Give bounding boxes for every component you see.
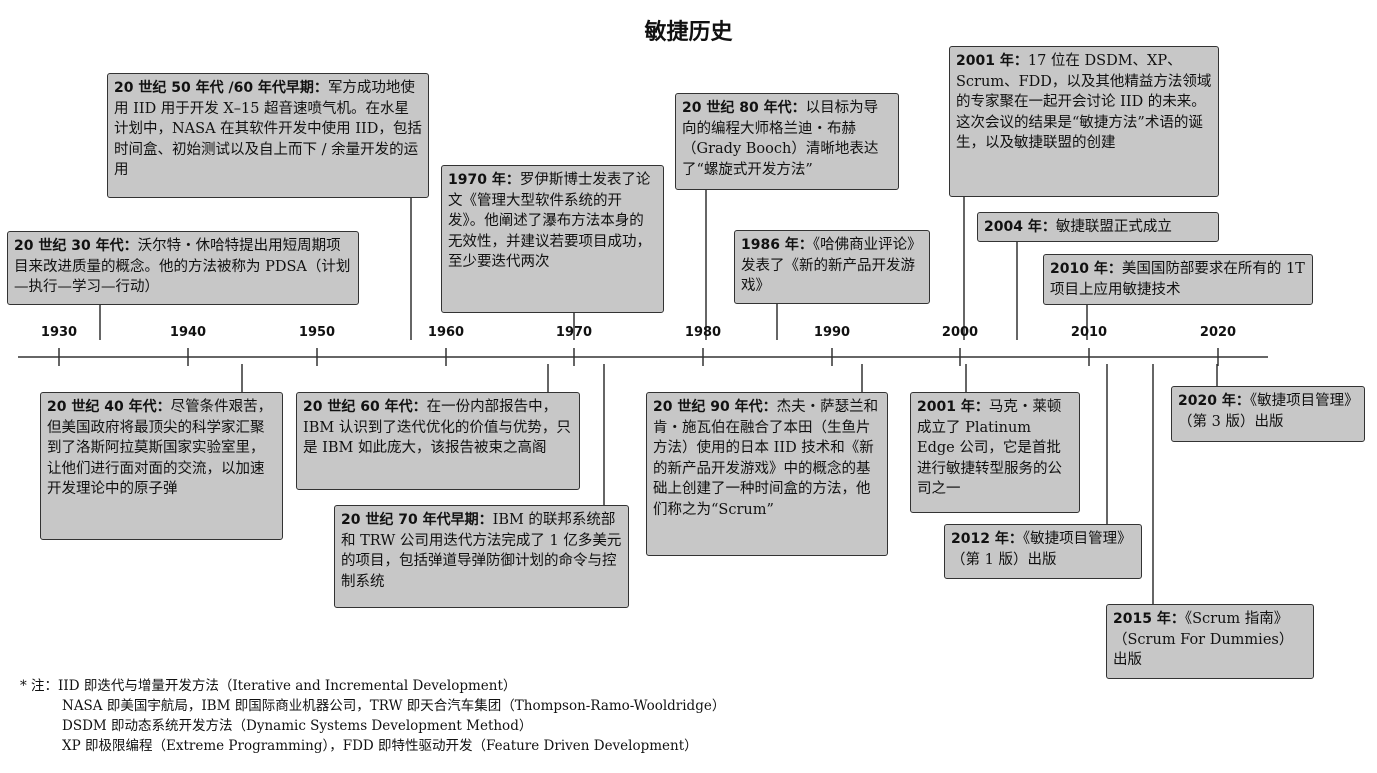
- event-date: 2001 年：: [917, 399, 989, 415]
- footnotes: * 注：IID 即迭代与增量开发方法（Iterative and Increme…: [20, 676, 725, 756]
- event-text: 《敏捷项目管理》（第 1 版）出版: [951, 531, 1132, 568]
- event-text: 敏捷联盟正式成立: [1055, 219, 1172, 235]
- event-text: 《Scrum 指南》（Scrum For Dummies）出版: [1113, 611, 1294, 668]
- event-1980s: 20 世纪 80 年代：以目标为导向的编程大师格兰迪・布赫（Grady Booc…: [675, 93, 899, 190]
- event-date: 2004 年：: [984, 219, 1056, 235]
- event-date: 20 世纪 60 年代：: [303, 399, 427, 415]
- footnote: * 注：IID 即迭代与增量开发方法（Iterative and Increme…: [20, 678, 517, 694]
- event-text: 《敏捷项目管理》（第 3 版）出版: [1178, 393, 1352, 430]
- year-label: 2010: [1070, 325, 1108, 340]
- event-date: 2020 年：: [1178, 393, 1250, 409]
- event-text: IBM 的联邦系统部和 TRW 公司用迭代方法完成了 1 亿多美元的项目，包括弹…: [341, 512, 622, 590]
- year-label: 1980: [684, 325, 722, 340]
- event-text: 杰夫・萨瑟兰和肯・施瓦伯在融合了本田（生鱼片方法）使用的日本 IID 技术和《新…: [653, 399, 879, 518]
- event-1930s: 20 世纪 30 年代：沃尔特・休哈特提出用短周期项目来改进质量的概念。他的方法…: [7, 231, 359, 305]
- event-text: 马克・莱顿成立了 Platinum Edge 公司，它是首批进行敏捷转型服务的公…: [917, 399, 1062, 497]
- event-2010: 2010 年：美国国防部要求在所有的 1T 项目上应用敏捷技术: [1043, 254, 1313, 305]
- event-date: 20 世纪 90 年代：: [653, 399, 777, 415]
- event-2001-agile-manifesto: 2001 年：17 位在 DSDM、XP、Scrum、FDD，以及其他精益方法领…: [949, 46, 1219, 197]
- event-date: 1970 年：: [448, 172, 520, 188]
- event-date: 20 世纪 80 年代：: [682, 100, 806, 116]
- footnote: XP 即极限编程（Extreme Programming），FDD 即特性驱动开…: [62, 738, 698, 754]
- footnote: NASA 即美国宇航局，IBM 即国际商业机器公司，TRW 即天合汽车集团（Th…: [62, 698, 726, 714]
- event-text: 《哈佛商业评论》发表了《新的新产品开发游戏》: [741, 237, 922, 294]
- event-1986: 1986 年：《哈佛商业评论》发表了《新的新产品开发游戏》: [734, 230, 930, 304]
- event-text: 军方成功地使用 IID 用于开发 X–15 超音速喷气机。在水星计划中，NASA…: [114, 80, 422, 178]
- event-2004: 2004 年：敏捷联盟正式成立: [977, 212, 1219, 242]
- event-text: 以目标为导向的编程大师格兰迪・布赫（Grady Booch）清晰地表达了“螺旋式…: [682, 100, 879, 178]
- event-date: 20 世纪 40 年代：: [47, 399, 171, 415]
- event-date: 20 世纪 50 年代 /60 年代早期：: [114, 80, 328, 96]
- event-text: 罗伊斯博士发表了论文《管理大型软件系统的开发》。他阐述了瀑布方法本身的无效性，并…: [448, 172, 651, 270]
- event-date: 1986 年：: [741, 237, 813, 253]
- event-2015: 2015 年：《Scrum 指南》（Scrum For Dummies）出版: [1106, 604, 1314, 679]
- event-text: 美国国防部要求在所有的 1T 项目上应用敏捷技术: [1050, 261, 1305, 298]
- event-text: 在一份内部报告中，IBM 认识到了迭代优化的价值与优势，只是 IBM 如此庞大，…: [303, 399, 571, 456]
- event-date: 2001 年：: [956, 53, 1028, 69]
- event-2001-platinum-edge: 2001 年：马克・莱顿成立了 Platinum Edge 公司，它是首批进行敏…: [910, 392, 1080, 513]
- year-label: 2020: [1199, 325, 1237, 340]
- event-text: 尽管条件艰苦，但美国政府将最顶尖的科学家汇聚到了洛斯阿拉莫斯国家实验室里，让他们…: [47, 399, 273, 497]
- event-text: 17 位在 DSDM、XP、Scrum、FDD，以及其他精益方法领域的专家聚在一…: [956, 53, 1212, 151]
- year-label: 2000: [941, 325, 979, 340]
- year-label: 1990: [813, 325, 851, 340]
- year-label: 1950: [298, 325, 336, 340]
- year-label: 1940: [169, 325, 207, 340]
- event-1940s: 20 世纪 40 年代：尽管条件艰苦，但美国政府将最顶尖的科学家汇聚到了洛斯阿拉…: [40, 392, 283, 540]
- event-date: 2015 年：: [1113, 611, 1185, 627]
- event-date: 2010 年：: [1050, 261, 1122, 277]
- event-1960s: 20 世纪 60 年代：在一份内部报告中，IBM 认识到了迭代优化的价值与优势，…: [296, 392, 580, 490]
- event-text: 沃尔特・休哈特提出用短周期项目来改进质量的概念。他的方法被称为 PDSA（计划—…: [14, 238, 351, 295]
- event-date: 20 世纪 70 年代早期：: [341, 512, 493, 528]
- event-1970s: 20 世纪 70 年代早期：IBM 的联邦系统部和 TRW 公司用迭代方法完成了…: [334, 505, 629, 608]
- event-1950s: 20 世纪 50 年代 /60 年代早期：军方成功地使用 IID 用于开发 X–…: [107, 73, 429, 198]
- event-2012: 2012 年：《敏捷项目管理》（第 1 版）出版: [944, 524, 1142, 579]
- diagram-title: 敏捷历史: [644, 20, 733, 45]
- event-date: 2012 年：: [951, 531, 1023, 547]
- event-1970: 1970 年：罗伊斯博士发表了论文《管理大型软件系统的开发》。他阐述了瀑布方法本…: [441, 165, 664, 313]
- year-label: 1930: [40, 325, 78, 340]
- event-1990s: 20 世纪 90 年代：杰夫・萨瑟兰和肯・施瓦伯在融合了本田（生鱼片方法）使用的…: [646, 392, 888, 556]
- footnote: DSDM 即动态系统开发方法（Dynamic Systems Developme…: [62, 718, 533, 734]
- event-date: 20 世纪 30 年代：: [14, 238, 138, 254]
- year-label: 1960: [427, 325, 465, 340]
- year-label: 1970: [555, 325, 593, 340]
- event-2020: 2020 年：《敏捷项目管理》（第 3 版）出版: [1171, 386, 1365, 442]
